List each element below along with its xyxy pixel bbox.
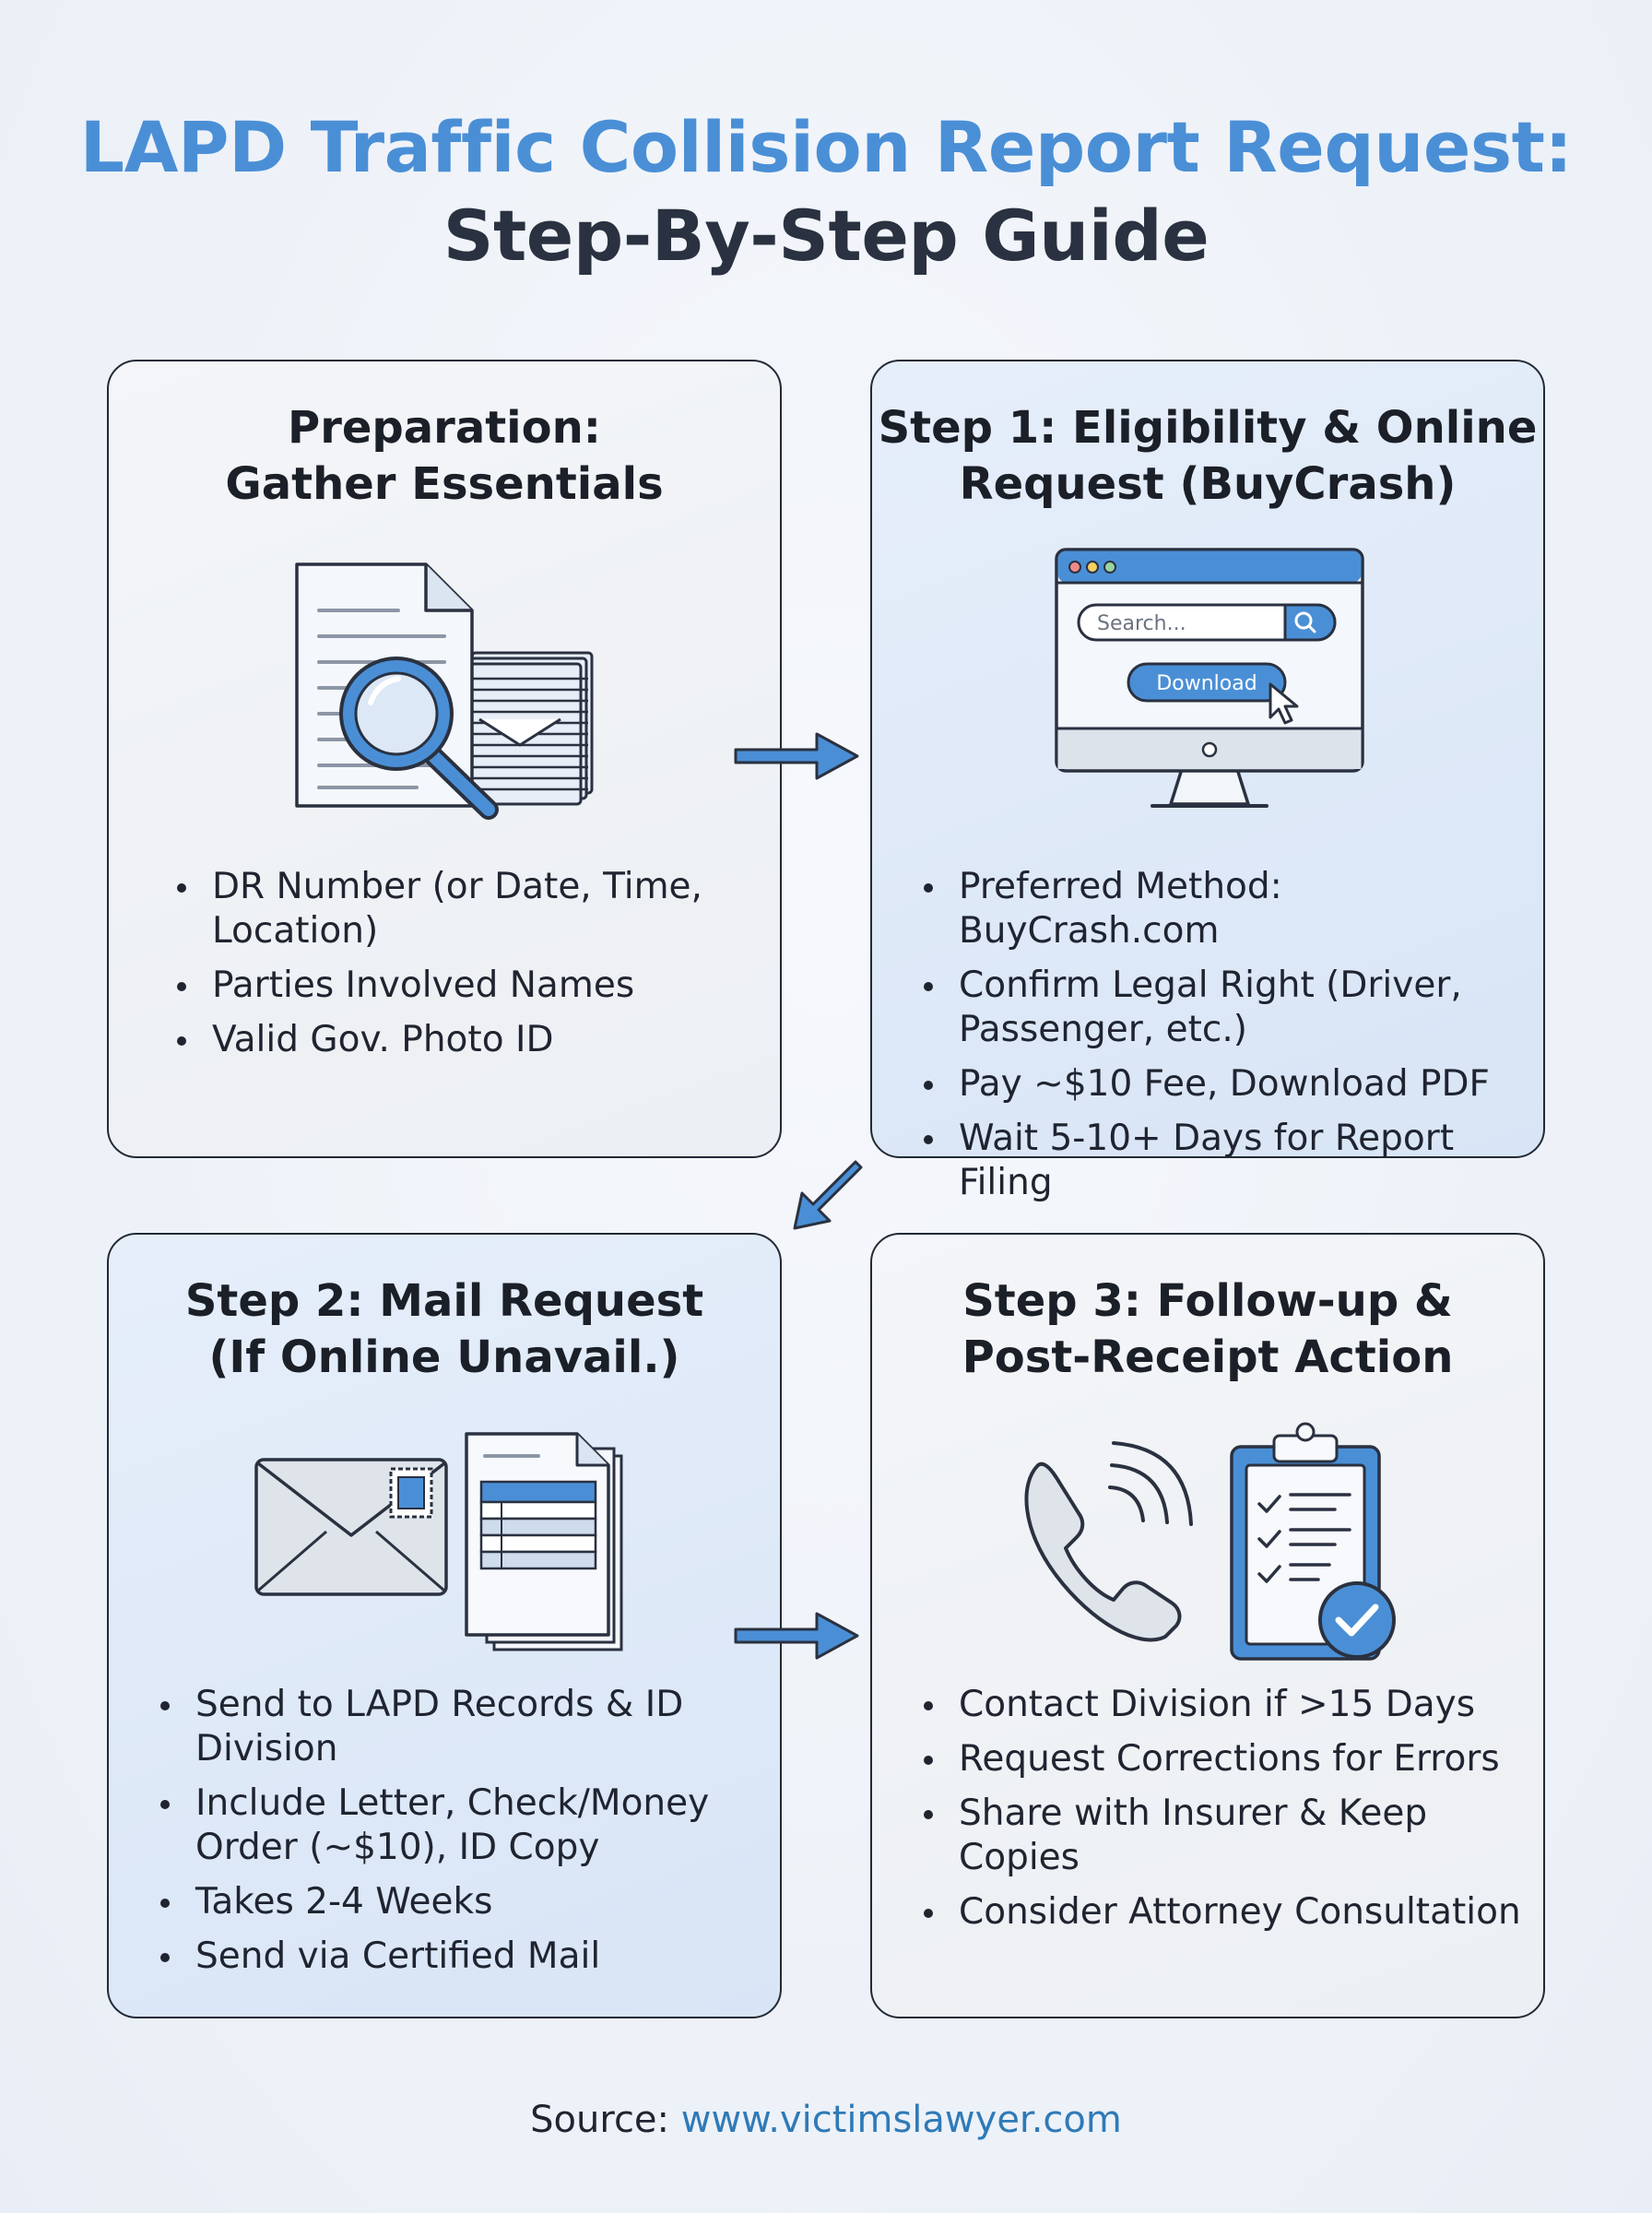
list-item: Contact Division if >15 Days (922, 1683, 1530, 1727)
title-line-1: LAPD Traffic Collision Report Request: (79, 106, 1573, 188)
card-step-1: Step 1: Eligibility & Online Request (Bu… (870, 360, 1545, 1203)
arrow-right-icon (734, 1612, 859, 1660)
bullet-list: Preferred Method: BuyCrash.com Confirm L… (922, 865, 1530, 1215)
list-item: DR Number (or Date, Time, Location) (175, 865, 747, 953)
source-footer: Source: www.victimslawyer.com (0, 2099, 1652, 2141)
arrow-right-icon (734, 732, 859, 780)
list-item: Send to LAPD Records & ID Division (159, 1683, 749, 1771)
source-label: Source: (530, 2099, 681, 2141)
bullet-list: Send to LAPD Records & ID Division Inclu… (159, 1683, 749, 1989)
arrow-down-left-icon (793, 1160, 863, 1230)
list-item: Consider Attorney Consultation (922, 1890, 1530, 1935)
envelope-forms-icon (254, 1432, 623, 1651)
list-item: Takes 2-4 Weeks (159, 1880, 749, 1924)
card-heading: Step 3: Follow-up & Post-Receipt Action (962, 1275, 1454, 1383)
page-title: LAPD Traffic Collision Report Request: S… (0, 103, 1652, 280)
card-heading: Step 2: Mail Request (If Online Unavail.… (184, 1275, 704, 1383)
computer-monitor-icon: Search... Download (1055, 548, 1364, 808)
list-item: Valid Gov. Photo ID (175, 1018, 747, 1062)
document-magnifier-icon (295, 562, 594, 820)
card-heading: Preparation: Gather Essentials (225, 402, 664, 510)
card-step-2: Step 2: Mail Request (If Online Unavail.… (107, 1233, 782, 2018)
card-step-3: Step 3: Follow-up & Post-Receipt Action (870, 1233, 1545, 2018)
list-item: Preferred Method: BuyCrash.com (922, 865, 1530, 953)
list-item: Include Letter, Check/Money Order (~$10)… (159, 1781, 749, 1870)
download-label: Download (1156, 672, 1257, 695)
list-item: Confirm Legal Right (Driver, Passenger, … (922, 964, 1530, 1052)
list-item: Request Corrections for Errors (922, 1737, 1530, 1781)
list-item: Parties Involved Names (175, 964, 747, 1008)
phone-clipboard-icon (1024, 1422, 1396, 1661)
title-line-2: Step-By-Step Guide (442, 195, 1210, 277)
source-link[interactable]: www.victimslawyer.com (680, 2099, 1122, 2141)
bullet-list: DR Number (or Date, Time, Location) Part… (175, 865, 747, 1072)
list-item: Share with Insurer & Keep Copies (922, 1792, 1530, 1880)
list-item: Wait 5-10+ Days for Report Filing (922, 1117, 1530, 1205)
list-item: Pay ~$10 Fee, Download PDF (922, 1062, 1530, 1106)
bullet-list: Contact Division if >15 Days Request Cor… (922, 1683, 1530, 1945)
search-placeholder: Search... (1097, 612, 1186, 635)
card-preparation: Preparation: Gather Essentials (107, 360, 782, 1158)
card-heading: Step 1: Eligibility & Online Request (Bu… (878, 402, 1538, 510)
list-item: Send via Certified Mail (159, 1935, 749, 1979)
